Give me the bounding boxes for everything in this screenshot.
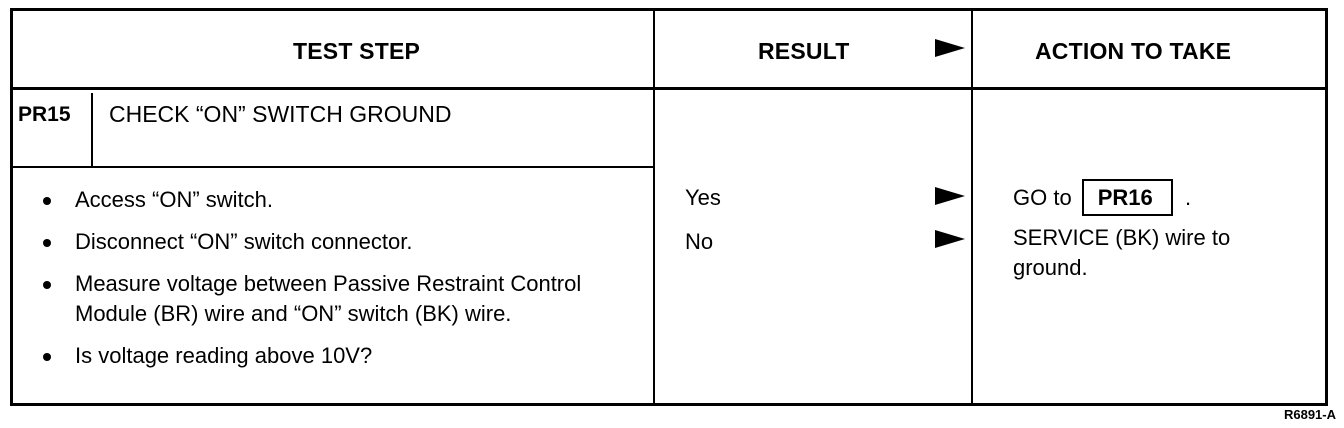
step-id: PR15 bbox=[18, 103, 71, 126]
step-instructions: Access “ON” switch. Disconnect “ON” swit… bbox=[13, 185, 653, 383]
step-reference-box: PR16 bbox=[1081, 179, 1173, 216]
header-divider bbox=[13, 87, 1325, 90]
arrow-right-icon bbox=[935, 187, 965, 205]
action-no: SERVICE (BK) wire to ground. bbox=[1013, 225, 1231, 280]
header-test-step: TEST STEP bbox=[293, 38, 421, 64]
bullet-icon bbox=[43, 281, 51, 289]
step-title-divider bbox=[13, 166, 653, 168]
arrow-right-icon bbox=[935, 230, 965, 248]
arrow-right-icon bbox=[935, 39, 965, 57]
bullet-icon bbox=[43, 353, 51, 361]
bullet-icon bbox=[43, 239, 51, 247]
column-divider bbox=[653, 11, 655, 403]
result-no: No bbox=[685, 229, 714, 254]
list-item: Measure voltage between Passive Restrain… bbox=[13, 269, 653, 329]
list-item: Access “ON” switch. bbox=[13, 185, 653, 215]
header-action: ACTION TO TAKE bbox=[1035, 38, 1232, 64]
bullet-icon bbox=[43, 197, 51, 205]
step-title: CHECK “ON” SWITCH GROUND bbox=[109, 101, 452, 127]
figure-code: R6891-A bbox=[1283, 407, 1336, 422]
header-result: RESULT bbox=[758, 38, 850, 64]
result-yes: Yes bbox=[685, 185, 721, 210]
list-item: Disconnect “ON” switch connector. bbox=[13, 227, 653, 257]
column-divider bbox=[971, 11, 973, 403]
list-item: Is voltage reading above 10V? bbox=[13, 341, 653, 371]
step-id-divider bbox=[91, 93, 93, 167]
test-step-table: TEST STEP RESULT ACTION TO TAKE PR15 CHE… bbox=[10, 8, 1328, 406]
